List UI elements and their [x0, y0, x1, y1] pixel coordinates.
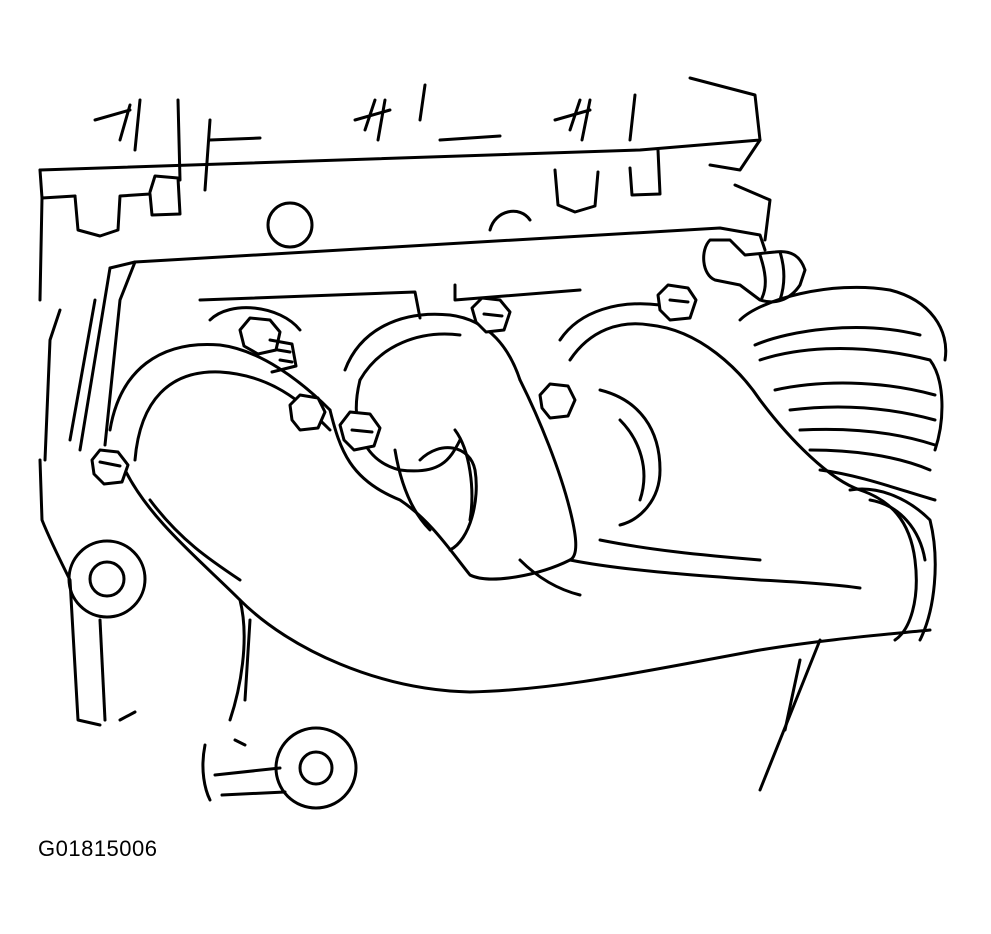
figure-id-label: G01815006 — [38, 836, 158, 861]
oxygen-sensor — [702, 238, 807, 304]
bolt-stud-left — [238, 316, 298, 374]
lower-bracket — [38, 458, 358, 810]
bolt-right-lower — [538, 382, 577, 420]
manifold-bolts — [90, 283, 698, 486]
exhaust-manifold — [108, 302, 932, 792]
bolt-center-upper — [470, 296, 512, 334]
manifold-flange — [43, 226, 767, 462]
outlet-pipe — [738, 285, 948, 642]
bolt-left-lower — [90, 448, 130, 486]
bolt-stud-center — [288, 393, 327, 432]
bolt-right-upper — [656, 283, 698, 322]
cylinder-head — [38, 76, 772, 302]
bolt-center-lower — [338, 410, 382, 452]
